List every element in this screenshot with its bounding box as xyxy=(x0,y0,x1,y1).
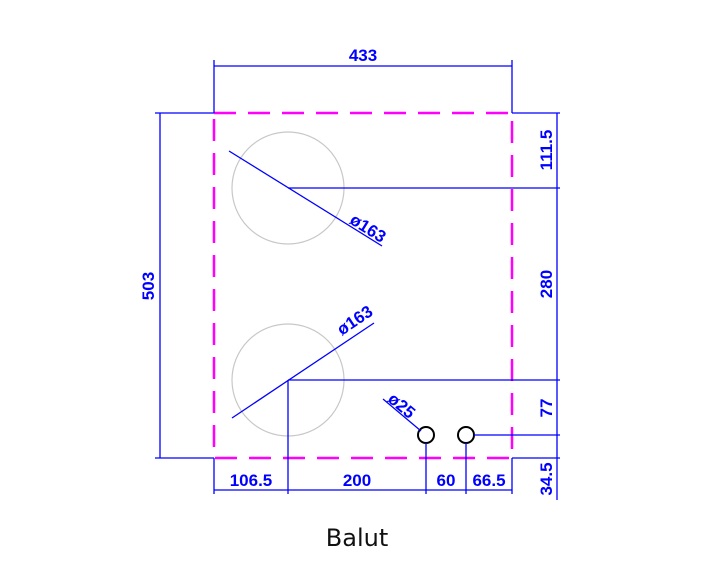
diameter-small-holes: ø25 xyxy=(384,389,419,422)
diameter-upper-hole: ø163 xyxy=(346,210,389,247)
dim-left-offset: 106.5 xyxy=(230,471,273,490)
dim-span-200: 200 xyxy=(343,471,371,490)
dim-bottom-offset: 34.5 xyxy=(537,462,556,495)
dim-overall-height: 503 xyxy=(139,272,158,300)
dim-center-spacing: 280 xyxy=(537,270,556,298)
cutout-outline xyxy=(212,111,514,460)
dim-lower-offset: 77 xyxy=(537,399,556,418)
dim-span-60: 60 xyxy=(437,471,456,490)
dim-top-offset: 111.5 xyxy=(537,130,556,171)
diameter-lower-hole: ø163 xyxy=(334,302,377,339)
dim-overall-width: 433 xyxy=(349,46,377,65)
drawing-caption: Balut xyxy=(326,524,388,552)
dimension-lines xyxy=(155,60,560,500)
dim-right-offset: 66.5 xyxy=(472,471,505,490)
small-hole-left xyxy=(417,426,435,444)
small-hole-right xyxy=(457,426,475,444)
